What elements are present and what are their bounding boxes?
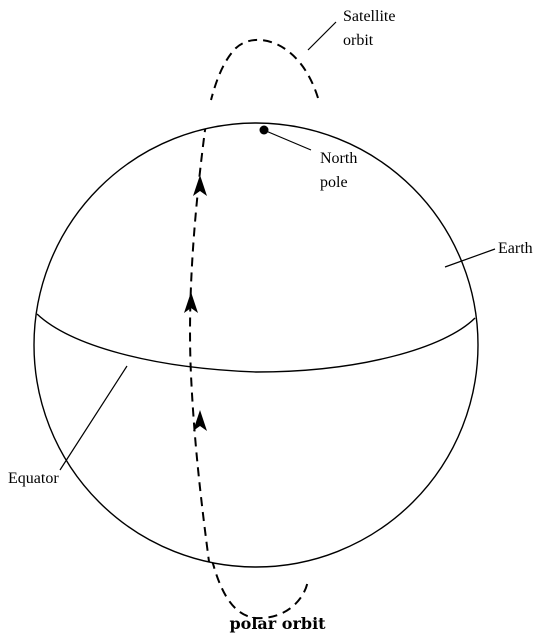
satellite-orbit-label-2: orbit [343, 32, 374, 49]
north-pole-dot [260, 126, 269, 135]
orbit-arrow-3 [193, 410, 207, 431]
equator-label: Equator [8, 470, 59, 487]
diagram-caption: polar orbit [0, 614, 555, 633]
equator-line [37, 314, 475, 372]
satellite-orbit-loop-top [211, 40, 318, 100]
north-pole-leader [266, 131, 311, 150]
orbit-arrow-1 [193, 175, 207, 196]
earth-outline [34, 123, 478, 567]
equator-leader [60, 366, 127, 470]
earth-label: Earth [498, 240, 533, 257]
north-pole-label-2: pole [320, 174, 348, 191]
satellite-orbit-label-1: Satellite [343, 8, 395, 25]
satellite-orbit-leader [308, 22, 336, 50]
satellite-orbit-loop-bottom [212, 560, 308, 618]
north-pole-label-1: North [320, 150, 357, 167]
earth-leader [445, 249, 495, 267]
